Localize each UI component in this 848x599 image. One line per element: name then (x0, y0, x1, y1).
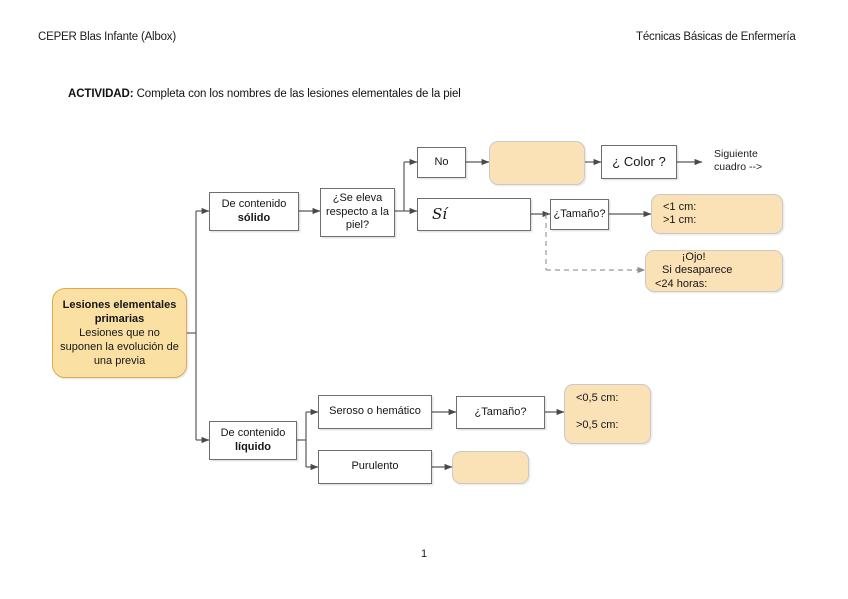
node-tamano-liquido-text: ¿Tamaño? (474, 405, 527, 418)
node-purulento-text: Purulento (351, 460, 399, 473)
node-line-1: <0,5 cm: (576, 392, 619, 404)
node-tamano-liquido[interactable]: ¿Tamaño? (456, 396, 545, 429)
node-tamano-solido[interactable]: ¿Tamaño? (550, 199, 609, 230)
node-ojo-desaparece-text: ¡Ojo! Si desaparece <24 horas: (655, 251, 732, 292)
node-medidas-solido[interactable]: <1 cm: >1 cm: (651, 194, 783, 234)
node-root-title: Lesiones elementales primarias (62, 299, 177, 325)
node-ojo-desaparece[interactable]: ¡Ojo! Si desaparece <24 horas: (645, 250, 783, 292)
node-purulento[interactable]: Purulento (318, 450, 432, 484)
node-se-eleva-respecto-piel[interactable]: ¿Se eleva respecto a la piel? (320, 188, 395, 237)
activity-instruction: ACTIVIDAD: Completa con los nombres de l… (68, 88, 461, 100)
node-color-question-text: ¿ Color ? (612, 154, 666, 170)
node-si[interactable]: Sí (417, 198, 531, 231)
node-seroso-hematico[interactable]: Seroso o hemático (318, 395, 432, 429)
node-medidas-liquido-text: <0,5 cm: >0,5 cm: (576, 392, 619, 432)
header-left-text: CEPER Blas Infante (Albox) (38, 31, 176, 43)
node-medidas-liquido[interactable]: <0,5 cm: >0,5 cm: (564, 384, 651, 444)
node-root-subtitle: Lesiones que no suponen la evolución de … (60, 327, 179, 367)
node-color-question[interactable]: ¿ Color ? (601, 145, 677, 179)
node-blank-answer-purulento[interactable] (452, 451, 529, 484)
node-no[interactable]: No (417, 147, 466, 178)
activity-label: ACTIVIDAD: (68, 88, 134, 100)
node-medidas-solido-text: <1 cm: >1 cm: (663, 201, 696, 228)
node-line-1: ¡Ojo! (681, 250, 706, 263)
node-contenido-solido-text: De contenido sólido (222, 198, 287, 225)
node-se-eleva-text: ¿Se eleva respecto a la piel? (326, 192, 389, 232)
node-seroso-hematico-text: Seroso o hemático (329, 405, 421, 418)
node-line-2: >1 cm: (663, 214, 697, 226)
node-line-2: Si desaparece (662, 264, 733, 277)
node-line-3: <24 horas: (655, 277, 708, 290)
node-contenido-solido[interactable]: De contenido sólido (209, 192, 299, 231)
node-tamano-solido-text: ¿Tamaño? (553, 207, 606, 220)
node-line-1: De contenido (220, 427, 286, 439)
node-line-2: >0,5 cm: (576, 418, 619, 431)
node-line-2: líquido (234, 440, 272, 453)
node-contenido-liquido-text: De contenido líquido (221, 427, 286, 454)
label-siguiente-cuadro: Siguiente cuadro --> (714, 148, 763, 173)
node-no-text: No (434, 155, 449, 168)
page-number: 1 (420, 548, 428, 560)
activity-text: Completa con los nombres de las lesiones… (136, 88, 461, 100)
node-root[interactable]: Lesiones elementales primarias Lesiones … (52, 288, 187, 378)
node-line-1: <1 cm: (663, 200, 697, 213)
header-right-text: Técnicas Básicas de Enfermería (636, 31, 796, 43)
node-line-2: sólido (237, 211, 271, 224)
node-line-1: De contenido (221, 198, 287, 210)
node-contenido-liquido[interactable]: De contenido líquido (209, 421, 297, 460)
node-blank-answer-no[interactable] (489, 141, 585, 185)
node-si-text: Sí (432, 204, 448, 223)
